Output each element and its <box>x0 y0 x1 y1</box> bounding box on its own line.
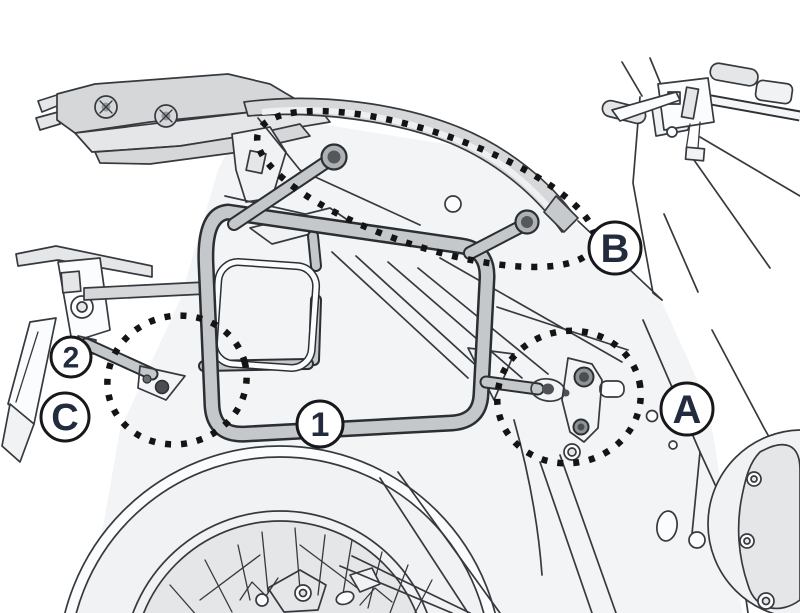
brake-lever <box>611 91 681 122</box>
upper-right-mount-arm <box>463 209 540 260</box>
rear-rack-plate <box>35 73 331 203</box>
tail-tip <box>543 195 579 233</box>
callout-B-label: B <box>601 227 630 271</box>
callout-B: B <box>587 220 643 276</box>
callout-2-label: 2 <box>63 342 80 375</box>
callout-A: A <box>659 381 715 437</box>
callout-A-label: A <box>673 388 702 432</box>
callout-C: C <box>39 391 91 443</box>
callout-2: 2 <box>49 335 93 379</box>
rack-screw-left <box>94 95 118 119</box>
motorcycle-body <box>1 57 800 613</box>
callout-1: 1 <box>295 399 345 449</box>
upper-left-mount-arm <box>227 143 348 231</box>
left-bracket-pin <box>154 379 170 395</box>
highlight-right-bracket-A <box>493 327 645 467</box>
swingarm <box>339 419 617 613</box>
callouts: 1 2 A B C <box>39 220 715 449</box>
mount-slot <box>599 380 625 398</box>
wheel-spokes <box>169 527 433 613</box>
highlight-left-arm-C <box>104 312 250 448</box>
upper-left-pivot-bolt <box>320 143 348 171</box>
callout-C-label: C <box>51 397 78 439</box>
upper-right-pivot-bolt <box>514 209 540 235</box>
handlebar <box>601 62 800 162</box>
rear-wheel <box>64 445 496 613</box>
callout-1-label: 1 <box>311 406 330 444</box>
frame-plate-and-engine <box>599 319 800 613</box>
rack-screw-right <box>154 104 178 128</box>
grip <box>709 62 759 87</box>
rear-fender-and-bracket <box>1 245 207 463</box>
bracket-plate <box>561 357 603 443</box>
right-mount-bracket <box>479 357 603 461</box>
left-bracket <box>137 365 186 401</box>
